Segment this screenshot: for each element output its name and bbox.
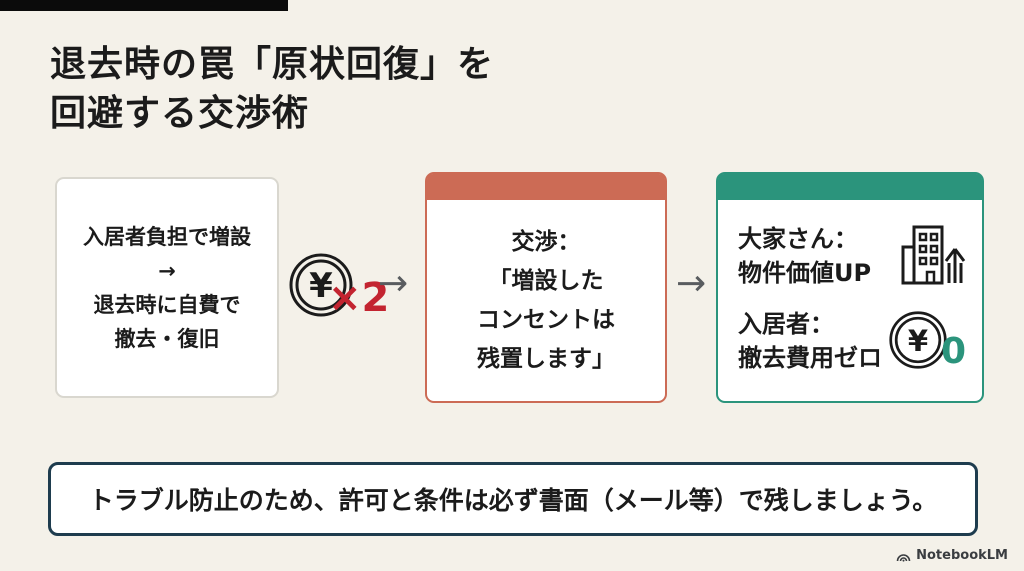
cost-multiplier-label: ×2: [328, 275, 390, 321]
landlord-benefit-row: 大家さん： 物件価値UP: [738, 222, 966, 290]
double-cost-badge: ¥ ×2: [288, 252, 390, 332]
card1-line-3: 退去時に自費で: [93, 292, 241, 317]
card2-line-1: 交渉：: [511, 228, 581, 255]
notebooklm-watermark: NotebookLM: [896, 548, 1008, 563]
slide-title-line-1: 退去時の罠「原状回復」を: [50, 44, 495, 85]
card2-line-4: 残置します」: [477, 345, 615, 372]
card-negotiation: 交渉： 「増設した コンセントは 残置します」: [425, 172, 667, 403]
yen-coin-zero-icon: ¥ 0: [888, 310, 966, 372]
letterbox-artifact: [0, 0, 288, 11]
tenant-benefit: 撤去費用ゼロ: [738, 343, 882, 372]
advice-box: トラブル防止のため、許可と条件は必ず書面（メール等）で残しましょう。: [48, 462, 978, 536]
tenant-label: 入居者：: [738, 309, 834, 338]
card1-line-4: 撤去・復旧: [114, 326, 220, 351]
svg-text:¥: ¥: [908, 324, 928, 358]
notebooklm-logo-icon: [896, 550, 911, 562]
card-tenant-burden: 入居者負担で増設 → 退去時に自費で 撤去・復旧: [55, 177, 279, 398]
landlord-benefit: 物件価値UP: [738, 259, 872, 288]
card1-line-2: →: [158, 258, 176, 283]
card2-accent-bar: [427, 174, 665, 200]
card3-accent-bar: [718, 174, 982, 200]
card2-line-2: 「増設した: [488, 267, 604, 294]
flow-arrow-2: →: [676, 263, 707, 304]
slide-title: 退去時の罠「原状回復」を 回避する交渉術: [50, 40, 494, 138]
card1-line-1: 入居者負担で増設: [83, 224, 251, 249]
svg-text:¥: ¥: [309, 266, 333, 306]
tenant-benefit-row: 入居者： 撤去費用ゼロ ¥ 0: [738, 307, 966, 375]
building-up-arrow-icon: [898, 223, 966, 289]
yen-coin-icon: ¥: [288, 252, 388, 318]
landlord-label: 大家さん：: [738, 225, 858, 254]
notebooklm-label: NotebookLM: [916, 548, 1008, 563]
advice-text: トラブル防止のため、許可と条件は必ず書面（メール等）で残しましょう。: [88, 486, 938, 515]
card-outcome: 大家さん： 物件価値UP: [716, 172, 984, 403]
card2-line-3: コンセントは: [477, 306, 615, 333]
zero-cost-label: 0: [940, 330, 966, 372]
flow-arrow-1: →: [378, 263, 409, 304]
slide-title-line-2: 回避する交渉術: [50, 93, 310, 134]
